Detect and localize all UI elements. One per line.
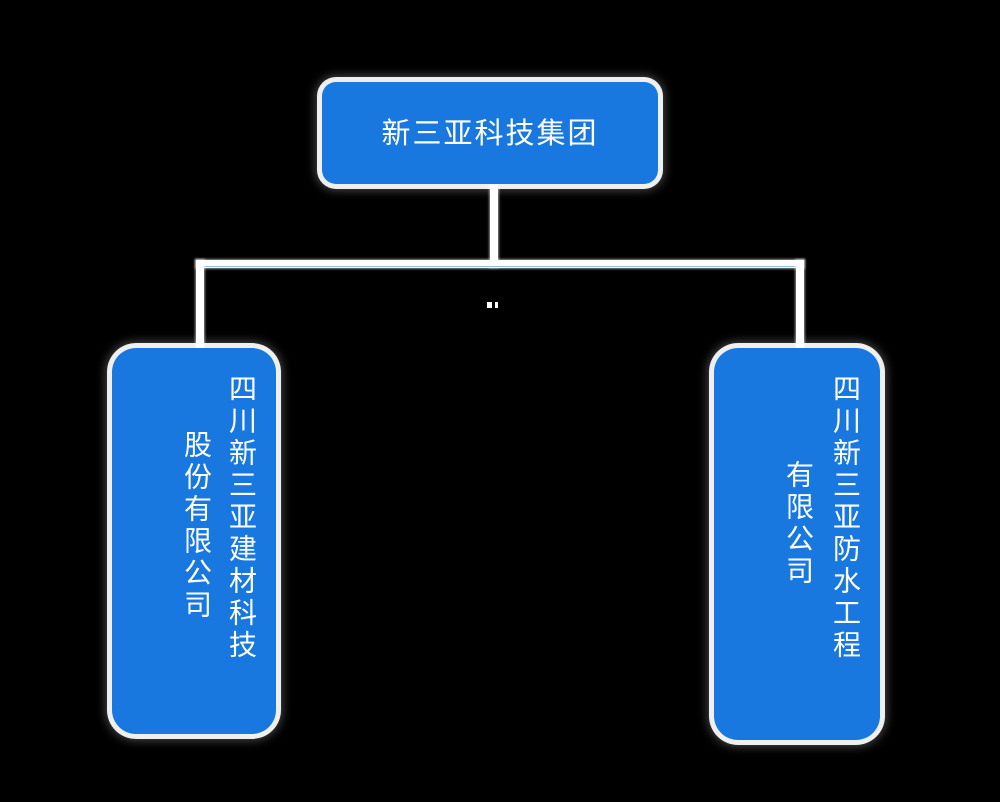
connector-artifact-mark (487, 302, 492, 308)
org-node-child-left-label-secondary: 股份有限公司 (179, 430, 213, 622)
org-node-child-left-label-primary: 四川新三亚建材科技 (225, 374, 258, 662)
org-node-child-right[interactable]: 四川新三亚防水工程 有限公司 (714, 348, 880, 740)
connector-drop-right (796, 260, 804, 355)
org-node-child-right-label-primary: 四川新三亚防水工程 (829, 374, 862, 662)
connector-root-stem (490, 183, 498, 267)
org-node-child-left[interactable]: 四川新三亚建材科技 股份有限公司 (112, 348, 276, 734)
connector-artifact-mark (495, 302, 498, 308)
connector-bar-highlight (200, 266, 800, 267)
connector-drop-left (196, 260, 204, 355)
connector-horizontal-bar (196, 260, 804, 268)
org-node-root-label: 新三亚科技集团 (381, 115, 599, 150)
org-node-root[interactable]: 新三亚科技集团 (322, 82, 658, 184)
org-node-child-right-label-secondary: 有限公司 (781, 460, 815, 588)
